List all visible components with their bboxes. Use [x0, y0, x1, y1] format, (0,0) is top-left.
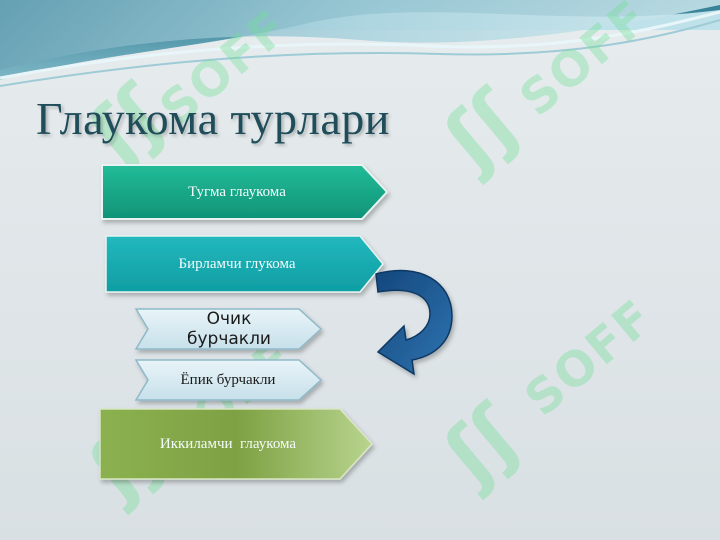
secondary-glaucoma-arrow: [99, 408, 374, 480]
congenital-glaucoma-arrow: [101, 164, 389, 220]
header-wave: [0, 0, 720, 87]
primary-glaucoma-arrow: [105, 235, 384, 293]
closed-angle-arrow: [134, 359, 323, 401]
slide-title: Глаукома турлари: [36, 93, 390, 144]
curved-arrow-icon: [375, 269, 453, 376]
open-angle-arrow: [134, 308, 323, 350]
